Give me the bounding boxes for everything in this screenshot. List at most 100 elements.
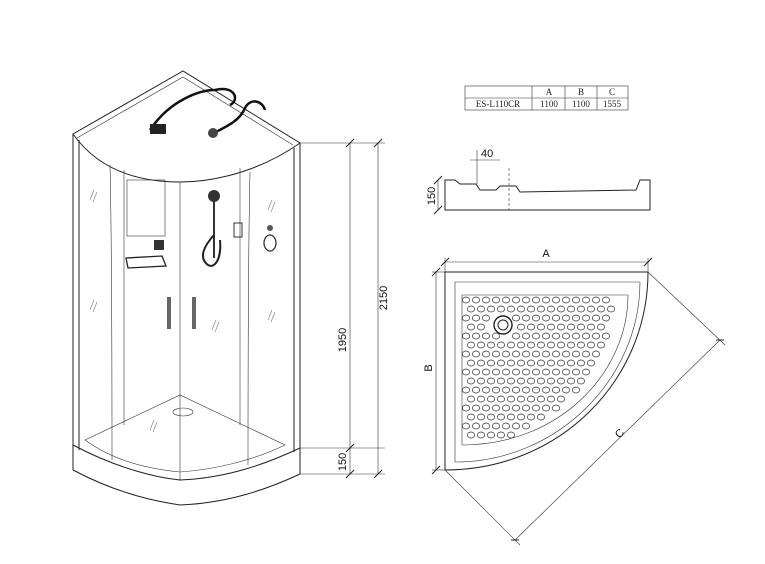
pattern-dot	[467, 377, 475, 385]
pattern-dot	[537, 413, 545, 421]
pattern-dot	[527, 305, 535, 313]
pattern-dot	[602, 296, 610, 304]
pattern-dot	[582, 296, 590, 304]
pattern-dot	[477, 395, 485, 403]
pattern-dot	[557, 359, 565, 367]
pattern-dot	[517, 413, 525, 421]
glass-height-label: 1950	[337, 328, 349, 352]
pattern-dot	[572, 386, 580, 394]
pattern-dot	[602, 332, 610, 340]
pattern-dot	[567, 341, 575, 349]
pattern-dot	[572, 296, 580, 304]
table-value-a: 1100	[540, 99, 558, 109]
pattern-dot	[587, 359, 595, 367]
pattern-dot	[477, 377, 485, 385]
pattern-dot	[507, 341, 515, 349]
section-height-label: 150	[426, 187, 438, 205]
pattern-dot	[587, 305, 595, 313]
pattern-dot	[542, 332, 550, 340]
cabin-roof	[72, 70, 301, 183]
pattern-dot	[492, 386, 500, 394]
pattern-dot	[482, 404, 490, 412]
pattern-dot	[597, 341, 605, 349]
pattern-dot	[597, 323, 605, 331]
pattern-dot	[567, 359, 575, 367]
table-header-c: C	[609, 87, 615, 97]
pattern-dot	[497, 431, 505, 439]
table-model: ES-L110CR	[476, 99, 520, 109]
pattern-dot	[492, 404, 500, 412]
pattern-dot	[512, 386, 520, 394]
pattern-dot	[467, 359, 475, 367]
pattern-dot	[517, 359, 525, 367]
pattern-dot	[542, 296, 550, 304]
drain	[172, 407, 194, 417]
pattern-dot	[552, 404, 560, 412]
pattern-dot	[542, 368, 550, 376]
pattern-dot	[542, 404, 550, 412]
pattern-dot	[562, 296, 570, 304]
door-handle-left	[167, 297, 171, 329]
pattern-dot	[497, 359, 505, 367]
pattern-dot	[517, 395, 525, 403]
pattern-dot	[567, 305, 575, 313]
pattern-dot	[537, 377, 545, 385]
pattern-dot	[577, 305, 585, 313]
pattern-dot	[582, 332, 590, 340]
pattern-dot	[497, 377, 505, 385]
pattern-dot	[472, 350, 480, 358]
pattern-dot	[512, 404, 520, 412]
pattern-dot	[562, 368, 570, 376]
pattern-dot	[512, 296, 520, 304]
pattern-dot	[532, 368, 540, 376]
pattern-dot	[557, 395, 565, 403]
pattern-dot	[602, 314, 610, 322]
table-header-a: A	[546, 87, 553, 97]
pattern-dot	[462, 314, 470, 322]
pattern-dot	[552, 296, 560, 304]
pattern-dot	[507, 305, 515, 313]
pattern-dot	[542, 314, 550, 322]
pattern-dot	[487, 431, 495, 439]
pattern-dot	[492, 350, 500, 358]
pattern-dot	[472, 386, 480, 394]
pattern-dot	[562, 314, 570, 322]
pattern-dot	[577, 341, 585, 349]
pattern-dot	[522, 404, 530, 412]
door-handle-right	[192, 297, 196, 329]
pattern-dot	[487, 341, 495, 349]
height-dimensions: 2150 1950 150	[300, 138, 390, 479]
pattern-dot	[527, 395, 535, 403]
pattern-dot	[482, 422, 490, 430]
pattern-dot	[552, 350, 560, 358]
pattern-dot	[557, 341, 565, 349]
tray-plan-view: A B C	[423, 248, 726, 546]
pattern-dot	[547, 377, 555, 385]
pattern-dot	[482, 386, 490, 394]
pattern-dot	[572, 332, 580, 340]
pattern-dot	[502, 368, 510, 376]
pattern-dot	[472, 314, 480, 322]
pattern-dot	[492, 296, 500, 304]
pattern-dot	[577, 359, 585, 367]
pattern-dot	[557, 323, 565, 331]
pattern-dot	[502, 386, 510, 394]
pattern-dot	[517, 341, 525, 349]
pattern-dot	[547, 359, 555, 367]
pattern-dot	[487, 413, 495, 421]
pattern-dot	[567, 323, 575, 331]
pattern-dot	[597, 305, 605, 313]
spec-table: A B C ES-L110CR 1100 1100 1555	[464, 85, 629, 111]
control-panel	[233, 222, 243, 238]
pattern-dot	[482, 350, 490, 358]
pattern-dot	[472, 422, 480, 430]
pattern-dot	[537, 359, 545, 367]
table-value-b: 1100	[572, 99, 590, 109]
roof-fan	[150, 124, 166, 134]
total-height-label: 2150	[378, 286, 390, 310]
pattern-dot	[532, 350, 540, 358]
pattern-dot	[522, 368, 530, 376]
pattern-dot	[552, 386, 560, 394]
pattern-dot	[532, 314, 540, 322]
